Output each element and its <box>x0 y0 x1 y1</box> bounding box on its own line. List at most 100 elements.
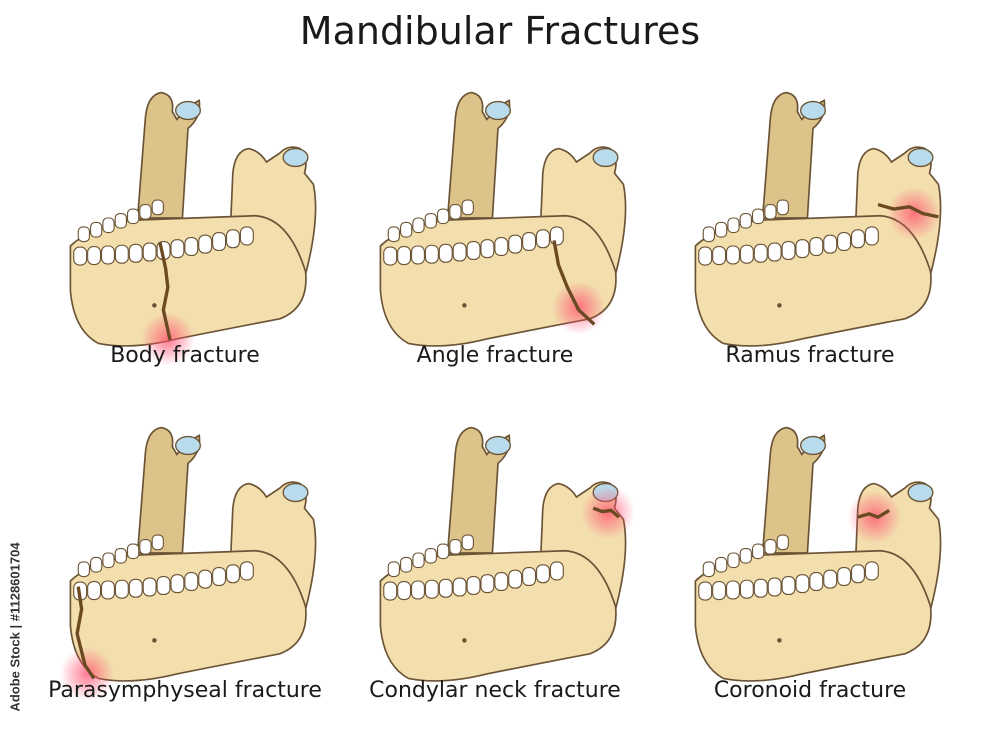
tooth <box>837 232 852 252</box>
mandible <box>60 426 317 701</box>
tooth <box>535 229 550 249</box>
tooth <box>383 581 398 601</box>
mandible <box>379 426 635 682</box>
panel-caption: Parasymphyseal fracture <box>48 678 322 703</box>
mandible-illustration <box>694 426 942 682</box>
tooth <box>480 239 495 259</box>
tooth <box>461 199 474 216</box>
tooth <box>128 578 143 598</box>
tooth <box>77 561 91 578</box>
tooth <box>184 571 199 592</box>
tooth <box>424 579 439 599</box>
tooth <box>549 226 564 246</box>
tooth <box>727 217 740 234</box>
panel-caption: Coronoid fracture <box>713 678 907 703</box>
tooth <box>151 199 164 216</box>
fracture-highlight-glow <box>60 647 115 701</box>
tooth <box>400 556 413 573</box>
mental-foramen <box>777 638 782 643</box>
tooth <box>126 543 140 560</box>
tooth <box>142 242 157 262</box>
mandible-illustration <box>379 426 635 682</box>
tooth <box>225 229 240 249</box>
fracture-highlight-glow <box>580 485 635 540</box>
tooth <box>466 240 481 261</box>
back-condyle-cartilage <box>175 435 201 456</box>
panel-caption: Body fracture <box>110 343 260 368</box>
tooth <box>466 575 481 596</box>
tooth <box>712 581 727 601</box>
tooth <box>739 212 752 229</box>
tooth <box>508 234 523 254</box>
tooth <box>809 571 824 592</box>
tooth <box>702 561 716 578</box>
tooth <box>727 552 740 569</box>
panel-ramus-fracture: Ramus fracture <box>645 60 975 400</box>
tooth <box>212 232 227 252</box>
tooth <box>438 578 453 598</box>
fracture-line <box>552 240 596 326</box>
tooth <box>73 246 88 266</box>
mandible-body <box>379 549 617 682</box>
tooth <box>725 245 740 265</box>
tooth <box>864 226 879 246</box>
tooth <box>387 226 401 243</box>
tooth <box>751 543 765 560</box>
stock-watermark-text: Adobe Stock | #1128601704 <box>7 542 23 712</box>
tooth <box>837 567 852 587</box>
mandible-illustration <box>69 91 317 366</box>
tooth <box>412 217 425 234</box>
panel-caption: Ramus fracture <box>725 343 895 368</box>
tooth <box>739 579 754 599</box>
tooth <box>449 204 462 220</box>
tooth <box>239 226 254 246</box>
mandible-illustration <box>694 91 942 347</box>
tooth <box>90 556 103 573</box>
tooth <box>170 574 185 594</box>
tooth <box>449 539 462 555</box>
tooth <box>535 564 550 584</box>
mandible <box>69 91 317 366</box>
tooth <box>715 221 728 238</box>
tooth <box>410 245 425 265</box>
panel-caption: Condylar neck fracture <box>369 678 621 703</box>
mandible <box>694 426 942 682</box>
tooth <box>387 561 401 578</box>
tooth <box>781 240 796 261</box>
tooth <box>87 581 102 601</box>
mandible-body <box>694 214 932 347</box>
tooth <box>767 577 782 597</box>
tooth <box>795 239 810 259</box>
tooth <box>77 226 91 243</box>
panel-parasymphyseal-fracture: Parasymphyseal fracture <box>20 395 350 735</box>
tooth <box>494 571 509 592</box>
tooth <box>424 244 439 264</box>
tooth <box>739 244 754 264</box>
mandible-illustration <box>60 426 317 701</box>
tooth <box>114 547 127 564</box>
tooth <box>715 556 728 573</box>
mandible <box>379 91 627 347</box>
tooth <box>397 581 412 601</box>
fracture-line <box>592 506 621 519</box>
tooth <box>776 534 789 551</box>
back-condyle-cartilage <box>800 435 826 456</box>
mental-foramen <box>152 303 157 308</box>
panel-caption: Angle fracture <box>416 343 574 368</box>
tooth <box>102 552 115 569</box>
tooth <box>767 242 782 262</box>
front-condyle-cartilage <box>592 147 619 168</box>
tooth <box>436 543 450 560</box>
tooth <box>100 245 115 265</box>
tooth <box>739 547 752 564</box>
tooth <box>114 212 127 229</box>
mandible <box>694 91 942 347</box>
mental-foramen <box>152 638 157 643</box>
back-condyle-cartilage <box>175 100 201 121</box>
panel-coronoid-fracture: Coronoid fracture <box>645 395 975 735</box>
tooth <box>383 246 398 266</box>
tooth <box>452 577 467 597</box>
tooth <box>102 217 115 234</box>
tooth <box>823 569 838 589</box>
tooth <box>702 226 716 243</box>
